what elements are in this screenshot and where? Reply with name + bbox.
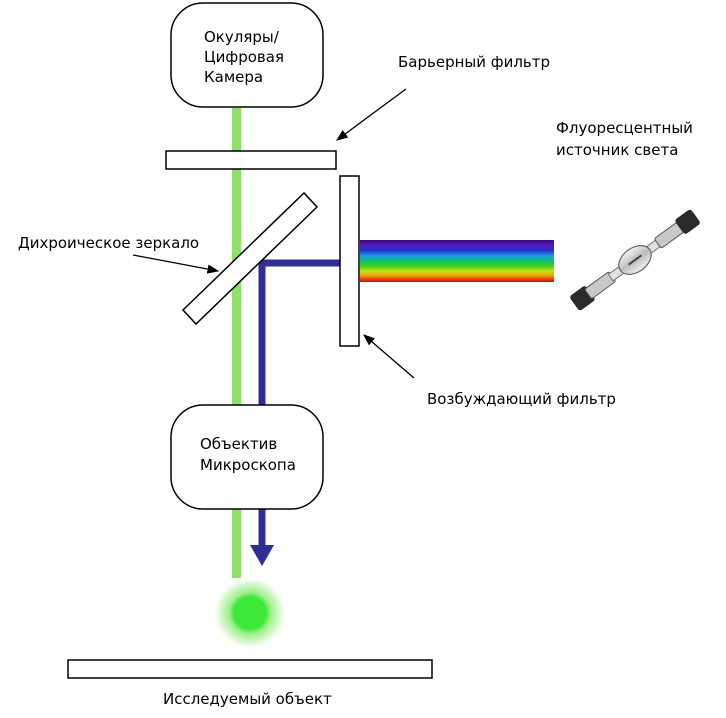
objective-label-line-2: Микроскопа bbox=[200, 456, 296, 474]
specimen-label: Исследуемый объект bbox=[163, 690, 332, 708]
light-source-label-line-2: источник света bbox=[556, 141, 678, 159]
light-source-label: Флуоресцентный источник света bbox=[556, 119, 698, 159]
barrier-filter-pointer bbox=[336, 88, 407, 141]
spectrum-beam bbox=[360, 240, 554, 282]
eyepiece-label-line-2: Цифровая bbox=[204, 48, 284, 66]
specimen-slide bbox=[67, 659, 433, 679]
excitation-filter-label: Возбуждающий фильтр bbox=[427, 390, 616, 408]
barrier-filter bbox=[165, 150, 337, 170]
dichroic-mirror-pointer bbox=[132, 254, 220, 274]
emission-beam bbox=[232, 108, 241, 578]
fluorescence-glow bbox=[212, 575, 288, 651]
barrier-filter-label: Барьерный фильтр bbox=[398, 53, 550, 71]
dichroic-mirror-label: Дихроическое зеркало bbox=[18, 234, 199, 252]
arc-lamp-icon bbox=[570, 209, 700, 311]
excitation-filter-pointer bbox=[363, 334, 415, 379]
eyepiece-label-line-1: Окуляры/ bbox=[204, 28, 280, 46]
eyepiece-label: Окуляры/ Цифровая Камера bbox=[204, 28, 289, 86]
excitation-filter bbox=[339, 175, 360, 347]
objective-label: Объектив Микроскопа bbox=[200, 435, 296, 474]
objective-box bbox=[170, 404, 324, 510]
excitation-beam-arrowhead bbox=[250, 545, 274, 566]
objective-label-line-1: Объектив bbox=[200, 435, 277, 453]
light-source-label-line-1: Флуоресцентный bbox=[556, 119, 693, 137]
eyepiece-box bbox=[170, 2, 324, 108]
dichroic-mirror bbox=[181, 191, 319, 326]
eyepiece-label-line-3: Камера bbox=[204, 68, 263, 86]
